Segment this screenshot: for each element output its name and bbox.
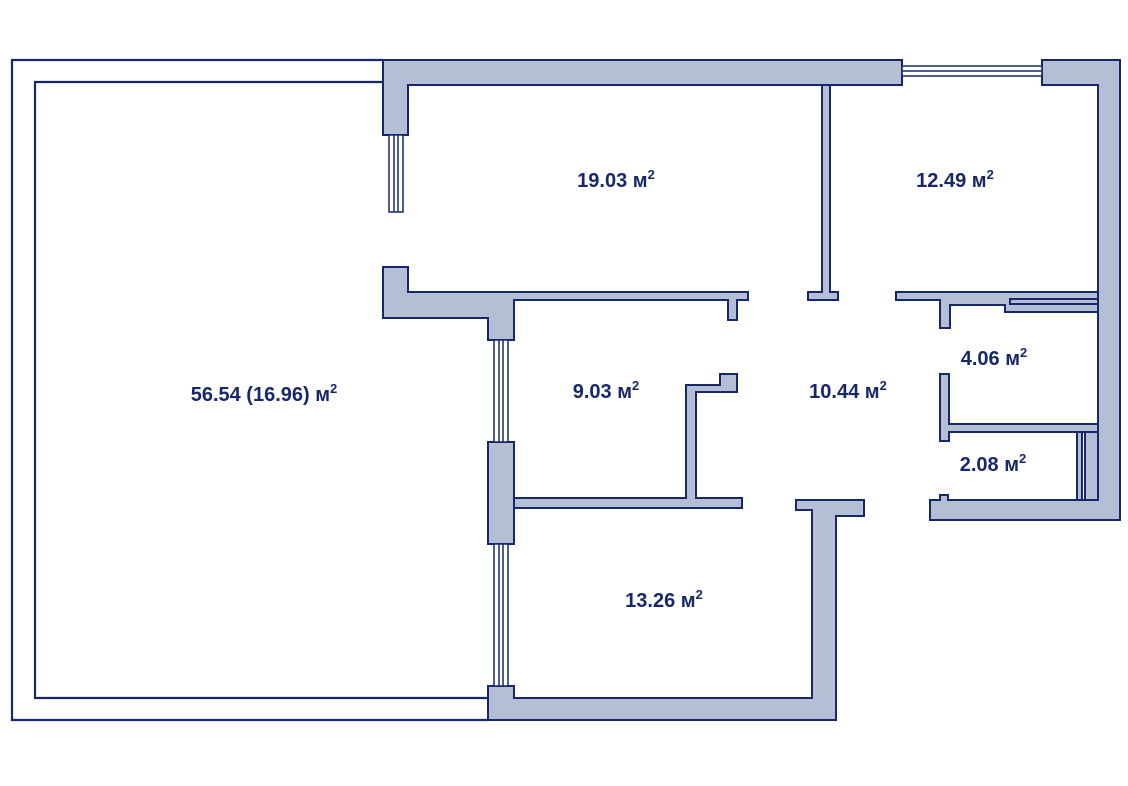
wall-top-right [929, 59, 1121, 521]
area-label-kitchen: 13.26 м2 [625, 587, 703, 612]
area-label-terrace: 56.54 (16.96) м2 [191, 381, 338, 406]
window-small-room [493, 339, 509, 443]
area-label-bathroom: 4.06 м2 [961, 345, 1028, 370]
wall-mid-left [382, 266, 749, 341]
wall-bedroom-bath [895, 291, 1099, 329]
wall-toilet-pier [1084, 431, 1099, 501]
windows [388, 65, 1043, 687]
room-labels: 56.54 (16.96) м2 19.03 м2 12.49 м2 9.03 … [191, 167, 1028, 612]
window-kitchen [493, 543, 509, 687]
area-label-small-room: 9.03 м2 [573, 378, 640, 403]
wall-kitchen [487, 499, 865, 721]
wall-strip [1009, 298, 1099, 305]
wall-pier-left [487, 441, 515, 545]
terrace-outline [10, 58, 488, 722]
wall-toilet-jamb [1076, 431, 1083, 501]
area-label-living-room: 19.03 м2 [577, 167, 655, 192]
area-label-bedroom: 12.49 м2 [916, 167, 994, 192]
window-top [901, 65, 1043, 77]
area-label-hallway: 10.44 м2 [809, 378, 887, 403]
area-label-toilet: 2.08 м2 [960, 451, 1027, 476]
wall-top-left [382, 59, 903, 136]
wall-bath-left [939, 373, 1099, 442]
walls [382, 59, 1121, 721]
wall-living-bedroom [807, 84, 839, 301]
window-living-left [388, 134, 404, 213]
